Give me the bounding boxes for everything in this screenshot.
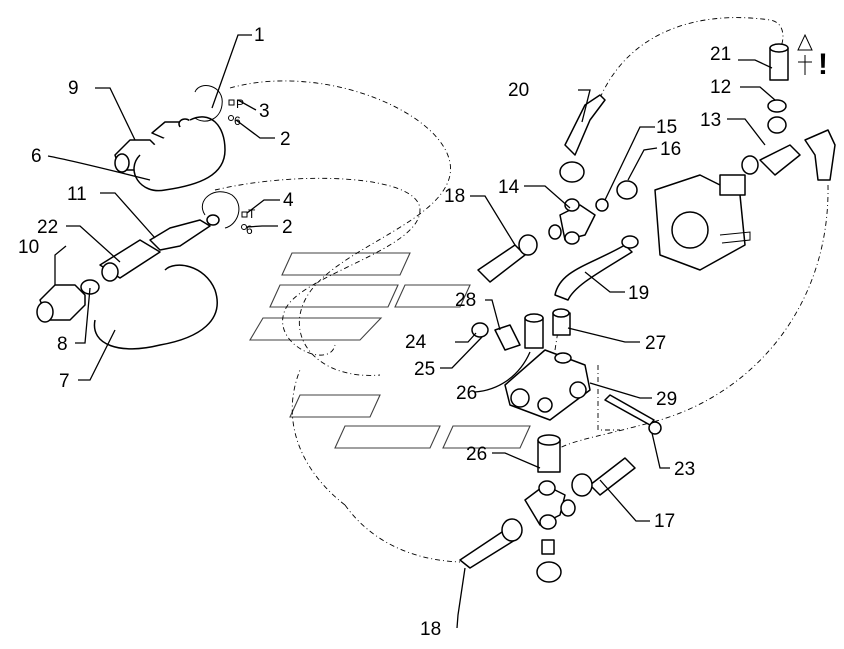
tee-fitting-14 — [548, 198, 596, 245]
hose-19 — [554, 235, 639, 301]
callout-18-top: 18 — [444, 186, 465, 207]
torque-warning-icon — [797, 33, 813, 75]
elbow-13 — [741, 129, 836, 181]
callout-12: 12 — [710, 77, 731, 98]
dust-cap-6 — [133, 85, 226, 192]
bolt-23 — [604, 394, 662, 435]
callout-26-top: 26 — [456, 383, 477, 404]
callout-25: 25 — [414, 359, 435, 380]
callout-27: 27 — [645, 333, 666, 354]
callout-10: 10 — [18, 237, 39, 258]
fitting-26-bottom — [537, 434, 561, 473]
tee-fitting-lower — [524, 480, 576, 530]
quick-coupler-10 — [36, 279, 100, 323]
callout-8: 8 — [57, 334, 68, 355]
hose-18-upper — [477, 234, 538, 283]
callout-4: 4 — [283, 190, 294, 211]
hose-20 — [559, 94, 606, 183]
hose-18-lower — [459, 518, 523, 569]
callout-9: 9 — [68, 78, 79, 99]
ring-label-number-bottom: 6 — [246, 223, 253, 237]
warning-mark: ! — [818, 48, 828, 81]
nut-lower — [536, 561, 562, 583]
fitting-27 — [552, 308, 571, 336]
callout-1: 1 — [254, 25, 265, 46]
fitting-12 — [767, 99, 787, 134]
ring-label-letter-bottom: T — [248, 207, 256, 221]
callout-20: 20 — [508, 80, 529, 101]
callout-21: 21 — [710, 44, 731, 65]
callout-16: 16 — [660, 139, 681, 160]
dust-cap-7 — [93, 191, 240, 350]
callout-13: 13 — [700, 110, 721, 131]
plug-28 — [494, 324, 521, 351]
ring-label-letter-top: P — [236, 97, 244, 111]
valve-block-29 — [504, 349, 591, 421]
adapter-11 — [149, 214, 220, 251]
hose-17 — [571, 457, 636, 497]
leader-lines — [47, 34, 776, 629]
callout-labels: 1 2 2 3 4 6 7 8 9 10 11 12 13 14 15 16 1… — [18, 25, 731, 640]
callout-26-bottom: 26 — [466, 444, 487, 465]
callout-18-bottom: 18 — [420, 619, 441, 640]
nipple-lower — [541, 539, 555, 555]
callout-2-top: 2 — [280, 129, 291, 150]
callout-28: 28 — [455, 290, 476, 311]
callout-2-bottom: 2 — [282, 217, 293, 238]
hydraulic-pump — [654, 174, 751, 271]
adapter-22 — [99, 239, 161, 282]
callout-3: 3 — [259, 101, 270, 122]
callout-19: 19 — [628, 283, 649, 304]
callout-6: 6 — [31, 146, 42, 167]
callout-14: 14 — [498, 177, 520, 198]
callout-24: 24 — [405, 332, 427, 353]
fitting-21 — [769, 43, 789, 81]
watermark-logo — [249, 252, 531, 449]
callout-15: 15 — [656, 117, 677, 138]
callout-29: 29 — [656, 389, 677, 410]
callout-11: 11 — [67, 184, 87, 205]
callout-22: 22 — [37, 217, 58, 238]
nut-16 — [616, 180, 638, 200]
callout-23: 23 — [674, 459, 695, 480]
callout-7: 7 — [59, 371, 70, 392]
fitting-26-top — [524, 313, 544, 349]
callout-17: 17 — [654, 511, 675, 532]
fitting-15 — [595, 198, 609, 212]
